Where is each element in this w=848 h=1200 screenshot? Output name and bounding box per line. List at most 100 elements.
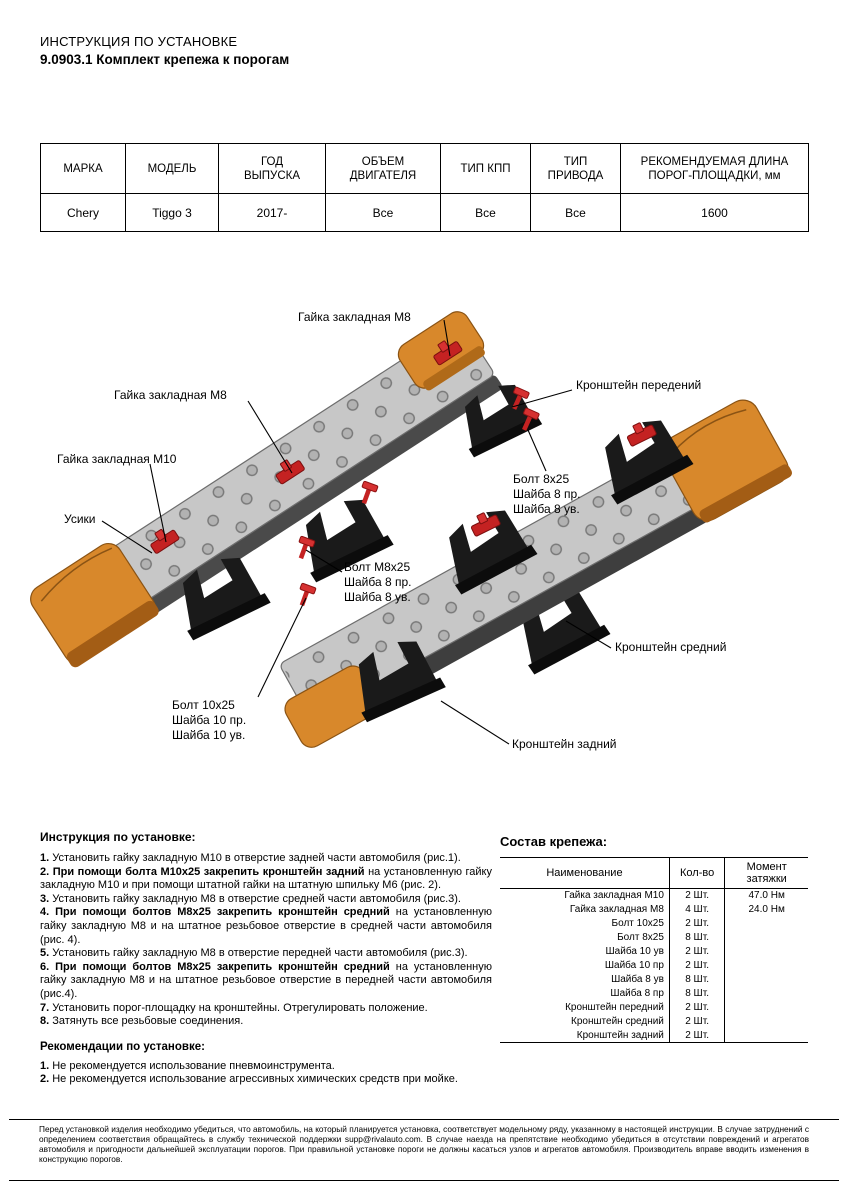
hw-name: Болт 10х25 — [611, 918, 664, 929]
hw-torque — [724, 1014, 808, 1029]
step-text: Установить порог-площадку на кронштейны.… — [52, 1001, 428, 1014]
label-bracket-front: Кронштейн передений — [576, 378, 702, 392]
label-line: Шайба 10 пр. — [172, 713, 247, 727]
hardware-header-row: Наименование Кол-во Момент затяжки — [500, 857, 808, 889]
hw-torque — [724, 986, 808, 1001]
hw-qty: 2 Шт. — [668, 944, 725, 959]
spec-value-drive: Все — [530, 193, 621, 232]
hardware-row: Болт 10х25 2 Шт. — [500, 916, 808, 931]
hardware-section: Состав крепежа: Наименование Кол-во Моме… — [500, 834, 808, 1043]
step-number: 4. — [40, 906, 56, 919]
label-usiki: Усики — [64, 512, 96, 526]
label-bolt8: Болт 8х25 Шайба 8 пр. Шайба 8 ув. — [513, 472, 581, 517]
hw-qty: 2 Шт. — [668, 888, 725, 903]
step-number: 6. — [40, 960, 56, 973]
hw-qty: 8 Шт. — [668, 972, 725, 987]
spec-value-marka: Chery — [40, 193, 126, 232]
spec-value-kpp: Все — [440, 193, 531, 232]
vehicle-spec-table: МАРКА МОДЕЛЬ ГОД ВЫПУСКА ОБЪЕМ ДВИГАТЕЛЯ… — [40, 143, 809, 232]
hw-qty: 2 Шт. — [668, 1028, 725, 1043]
document-title: ИНСТРУКЦИЯ ПО УСТАНОВКЕ — [40, 34, 238, 49]
hw-header-torque: Момент затяжки — [724, 857, 808, 889]
step-text: Установить гайку закладную М10 в отверст… — [52, 852, 461, 864]
step-text: Установить гайку закладную М8 в отверсти… — [52, 947, 468, 960]
label-line: Болт М8х25 — [344, 560, 411, 574]
hw-qty: 8 Шт. — [668, 986, 725, 1001]
instruction-step-3: 3. Установить гайку закладную М8 в отвер… — [40, 893, 492, 907]
install-diagram — [30, 311, 792, 748]
label-line: Болт 10х25 — [172, 698, 235, 712]
instruction-step-7: 7. Установить порог-площадку на кронштей… — [40, 1002, 492, 1016]
step-number: 7. — [40, 1001, 53, 1014]
hw-qty: 2 Шт. — [668, 958, 725, 973]
hw-torque — [724, 916, 808, 931]
spec-value-engine: Все — [325, 193, 441, 232]
step-text: Не рекомендуется использование пневмоинс… — [52, 1059, 335, 1072]
spec-value-length: 1600 — [620, 193, 809, 232]
hw-header-name: Наименование — [500, 857, 670, 889]
label-line: Шайба 8 пр. — [513, 487, 581, 501]
step-text: Не рекомендуется использование агрессивн… — [52, 1073, 458, 1086]
step-text: на установленную гайку закладную М8 и на… — [40, 960, 493, 1000]
hw-torque — [724, 1000, 808, 1015]
instructions-section: Инструкция по установке: 1. Установить г… — [40, 830, 492, 1087]
instructions-steps: 1. Установить гайку закладную М10 в отве… — [40, 852, 492, 1029]
spec-data-row: Chery Tiggo 3 2017- Все Все Все 1600 — [40, 193, 809, 232]
hw-name: Кронштейн средний — [571, 1016, 664, 1027]
hw-torque — [724, 944, 808, 959]
hardware-row: Шайба 8 пр 8 Шт. — [500, 986, 808, 1001]
spec-header-year: ГОД ВЫПУСКА — [218, 143, 326, 194]
spec-header-marka: МАРКА — [40, 143, 126, 194]
hw-torque: 24.0 Нм — [724, 902, 808, 917]
board-left-rear-cap — [30, 542, 159, 668]
label-bracket-rear: Кронштейн задний — [512, 737, 617, 751]
hw-torque — [724, 972, 808, 987]
recommendation-2: 2. Не рекомендуется использование агресс… — [40, 1073, 492, 1087]
spec-value-model: Tiggo 3 — [125, 193, 219, 232]
document-subtitle: 9.0903.1 Комплект крепежа к порогам — [40, 52, 290, 67]
hw-header-qty: Кол-во — [668, 857, 725, 889]
step-text: на установленную гайку закладную М8 и на… — [40, 906, 493, 946]
recommendations-title: Рекомендации по установке: — [40, 1040, 205, 1053]
hw-torque — [724, 930, 808, 945]
hw-name: Болт 8х25 — [617, 932, 664, 943]
label-nut-m10: Гайка закладная М10 — [57, 452, 177, 466]
hardware-title: Состав крепежа: — [500, 834, 608, 849]
hw-name: Кронштейн задний — [576, 1029, 664, 1041]
step-number: 8. — [40, 1015, 53, 1028]
instruction-step-8: 8. Затянуть все резьбовые соединения. — [40, 1015, 492, 1029]
hw-name: Шайба 8 пр — [610, 988, 664, 999]
red-bolt-10x25 — [294, 582, 317, 609]
instruction-step-4: 4. При помощи болтов М8х25 закрепить кро… — [40, 906, 492, 947]
footer-disclaimer: Перед установкой изделия необходимо убед… — [9, 1119, 839, 1181]
label-line: Шайба 8 пр. — [344, 575, 412, 589]
hardware-row: Шайба 8 ув 8 Шт. — [500, 972, 808, 987]
footer-text: Перед установкой изделия необходимо убед… — [39, 1124, 809, 1164]
label-line: Шайба 8 ув. — [513, 502, 580, 516]
label-bolt-m8: Болт М8х25 Шайба 8 пр. Шайба 8 ув. — [344, 560, 412, 605]
hw-name: Шайба 8 ув — [611, 974, 664, 985]
spec-header-engine: ОБЪЕМ ДВИГАТЕЛЯ — [325, 143, 441, 194]
step-number: 1. — [40, 1059, 53, 1072]
leader-lines — [101, 319, 612, 745]
label-nut-m8-left: Гайка закладная М8 — [114, 388, 227, 402]
step-text: Затянуть все резьбовые соединения. — [52, 1015, 244, 1028]
hw-qty: 4 Шт. — [668, 902, 725, 917]
step-bold: При помощи болтов М8х25 закрепить кроншт… — [55, 960, 390, 973]
hw-torque — [724, 958, 808, 973]
label-line: Болт 8х25 — [513, 472, 570, 486]
step-number: 2. — [40, 1073, 53, 1086]
hw-qty: 2 Шт. — [668, 916, 725, 931]
hw-name: Гайка закладная М10 — [564, 890, 664, 902]
step-bold: При помощи болта М10х25 закрепить кроншт… — [52, 865, 365, 878]
label-bolt10: Болт 10х25 Шайба 10 пр. Шайба 10 ув. — [172, 698, 246, 743]
label-nut-m8-top: Гайка закладная М8 — [298, 310, 411, 324]
hw-qty: 2 Шт. — [668, 1000, 725, 1015]
hardware-table: Наименование Кол-во Момент затяжки Гайка… — [500, 857, 808, 1043]
